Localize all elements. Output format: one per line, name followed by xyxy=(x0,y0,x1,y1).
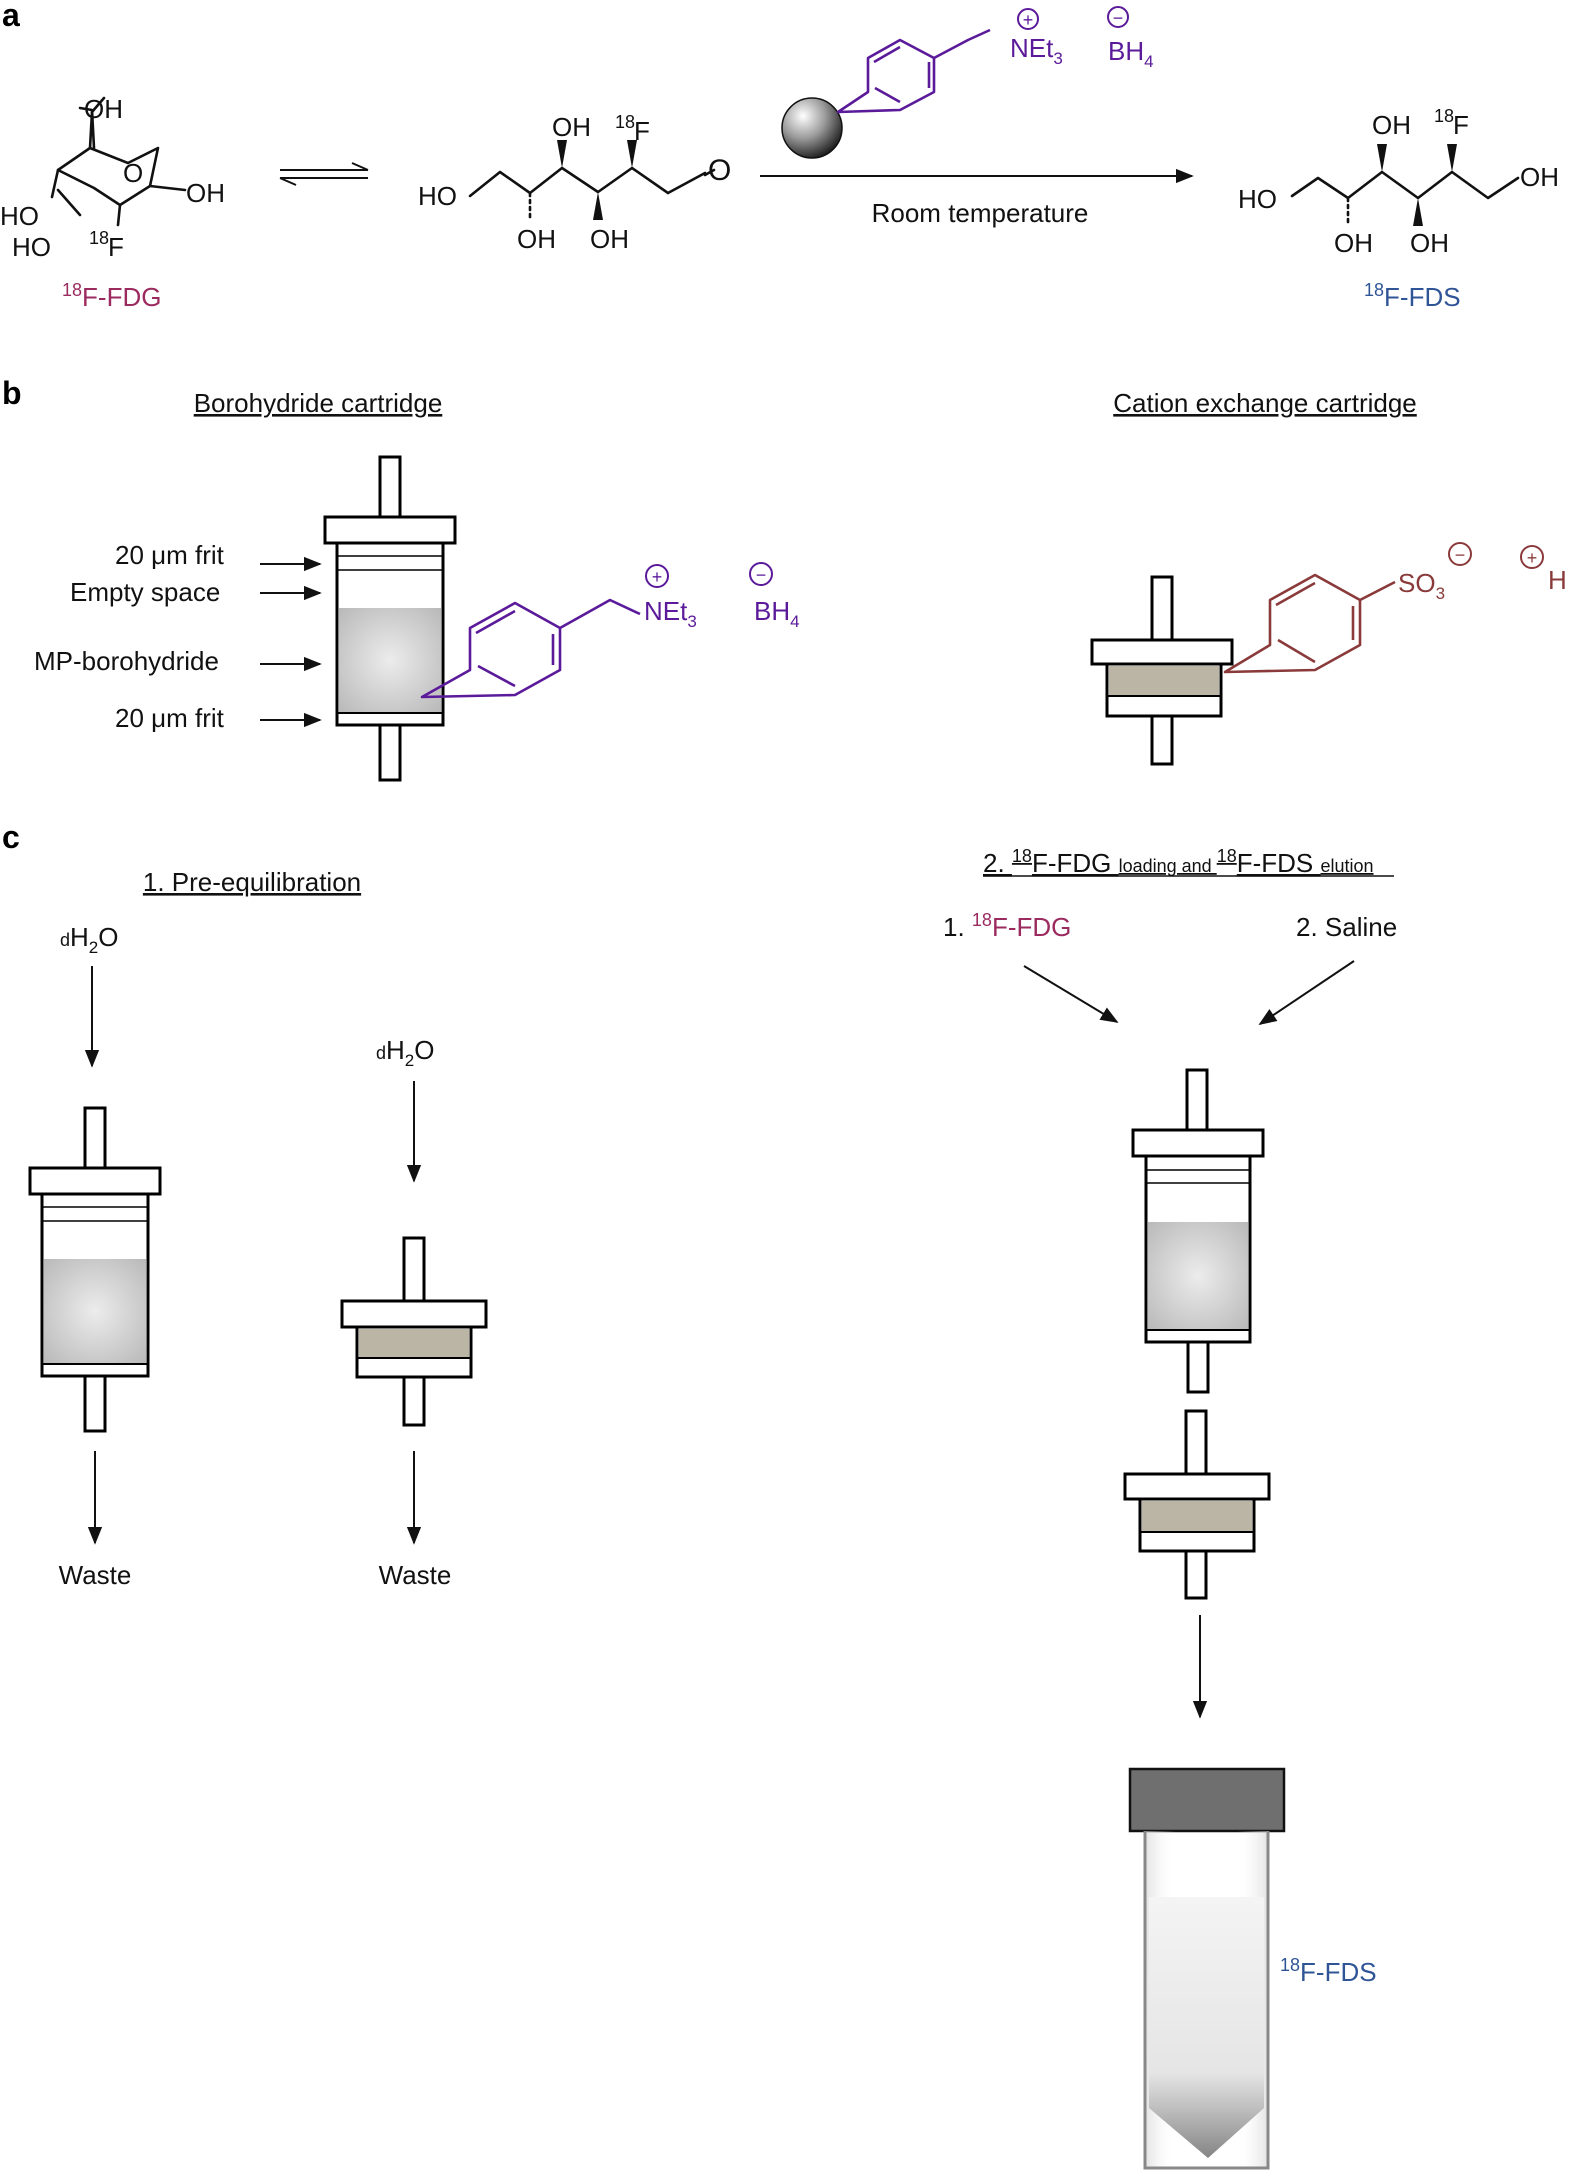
fds-name: 18F-FDS xyxy=(1364,280,1461,312)
step2-title: 2. 18F-FDG loading and 18F-FDS elution xyxy=(983,846,1394,878)
sulfonate-label: SO3 xyxy=(1398,568,1445,603)
sulfonate-minus-charge xyxy=(1448,542,1472,566)
cation-exchange-cartridge-step2[interactable] xyxy=(1123,1409,1271,1600)
saline-inflow-arrow xyxy=(1258,960,1355,1026)
water-input-1: dH2O xyxy=(60,922,119,957)
sulfonate-functional-group: SO3 − + H xyxy=(1223,542,1567,674)
vial-cap xyxy=(1128,1767,1286,1833)
label-bottom-frit: 20 μm frit xyxy=(115,703,225,733)
cation-exchange-cartridge-title: Cation exchange cartridge xyxy=(1113,388,1417,418)
resin-borohydride-label: BH4 xyxy=(1108,36,1154,71)
input-saline-label: 2. Saline xyxy=(1296,912,1397,942)
fdg-name: 18F-FDG xyxy=(62,280,161,312)
open-f-atom: F xyxy=(634,116,650,146)
svg-text:−: − xyxy=(1113,8,1124,28)
b-ammonium-label: NEt3 xyxy=(644,596,697,631)
svg-text:+: + xyxy=(1023,10,1034,30)
fdg-oh-c1: OH xyxy=(186,178,225,208)
resin-ammonium-label: NEt3 xyxy=(1010,33,1063,68)
fds-oh-top: OH xyxy=(1372,110,1411,140)
collection-vial[interactable] xyxy=(1128,1767,1286,2170)
fdg-ring-oxygen: O xyxy=(123,158,143,188)
borohydride-cartridge-title: Borohydride cartridge xyxy=(194,388,443,418)
fds-oh-bottom-1: OH xyxy=(1334,228,1373,258)
b-minus-charge xyxy=(749,562,773,586)
borohydride-cartridge-callouts: 20 μm frit Empty space MP-borohydride 20… xyxy=(34,540,322,733)
polymer-bead xyxy=(781,97,843,159)
open-f-isotope: 18 xyxy=(615,112,635,132)
fdg-inflow-arrow xyxy=(1023,965,1119,1023)
fdg-f-atom: F xyxy=(108,232,124,262)
step1-title: 1. Pre-equilibration xyxy=(143,867,361,897)
fds-structure: HO OH OH OH 18 F OH xyxy=(1238,106,1559,258)
input-fdg-label: 1. 18F-FDG xyxy=(943,910,1071,942)
resin-plus-charge xyxy=(1017,8,1039,30)
b-borohydride-label: BH4 xyxy=(754,596,800,631)
water-input-2: dH2O xyxy=(376,1035,435,1070)
b-plus-charge xyxy=(645,564,669,588)
cation-resin-bed xyxy=(1109,666,1219,695)
open-ho-terminal: HO xyxy=(418,181,457,211)
borohydride-cartridge-step2[interactable] xyxy=(1131,1068,1265,1394)
fds-ho-terminal: HO xyxy=(1238,184,1277,214)
fds-oh-terminal: OH xyxy=(1520,162,1559,192)
borohydride-cartridge[interactable] xyxy=(323,455,457,782)
svg-text:−: − xyxy=(756,565,767,585)
fdg-pyranose-structure: OH O OH HO HO 18 F xyxy=(0,94,225,262)
cation-exchange-cartridge[interactable] xyxy=(1090,575,1234,766)
borohydride-cartridge-step1[interactable] xyxy=(28,1106,162,1433)
open-oh-bottom-2: OH xyxy=(590,224,629,254)
open-oh-top: OH xyxy=(552,112,591,142)
reaction-condition: Room temperature xyxy=(872,198,1089,228)
cation-exchange-cartridge-step1[interactable] xyxy=(340,1236,488,1427)
label-empty-space: Empty space xyxy=(70,577,220,607)
fds-f-isotope: 18 xyxy=(1434,106,1454,126)
resin-minus-charge xyxy=(1107,6,1129,28)
panel-b-label: b xyxy=(2,375,22,411)
svg-text:+: + xyxy=(652,567,663,587)
svg-text:2. 18F-FDG loading and 18F-FDS: 2. 18F-FDG loading and 18F-FDS elution xyxy=(983,846,1374,878)
fdg-open-chain-structure: HO OH OH OH 18 F O xyxy=(418,112,731,254)
fdg-ho-c3: HO xyxy=(12,232,51,262)
polymer-bead-reagent: + NEt3 − BH4 xyxy=(781,6,1154,159)
svg-text:+: + xyxy=(1527,548,1538,568)
panel-c-label: c xyxy=(2,819,20,855)
fds-f-atom: F xyxy=(1453,110,1469,140)
open-aldehyde-oxygen: O xyxy=(708,154,731,187)
waste-label-2: Waste xyxy=(379,1560,452,1590)
label-mp-borohydride: MP-borohydride xyxy=(34,646,219,676)
fdg-oh-c6: OH xyxy=(84,94,123,124)
fds-oh-bottom-2: OH xyxy=(1410,228,1449,258)
panel-a-label: a xyxy=(2,0,20,33)
equilibrium-arrows xyxy=(279,162,369,186)
svg-text:−: − xyxy=(1455,545,1466,565)
resin-functional-group: + NEt3 − BH4 xyxy=(420,562,800,699)
fdg-f-isotope: 18 xyxy=(89,228,109,248)
label-top-frit: 20 μm frit xyxy=(115,540,225,570)
product-fds-label: 18F-FDS xyxy=(1280,1955,1377,1987)
proton-label: H xyxy=(1548,565,1567,595)
waste-label-1: Waste xyxy=(59,1560,132,1590)
proton-plus-charge xyxy=(1520,545,1544,569)
open-oh-bottom-1: OH xyxy=(517,224,556,254)
fdg-ho-c4: HO xyxy=(0,201,39,231)
